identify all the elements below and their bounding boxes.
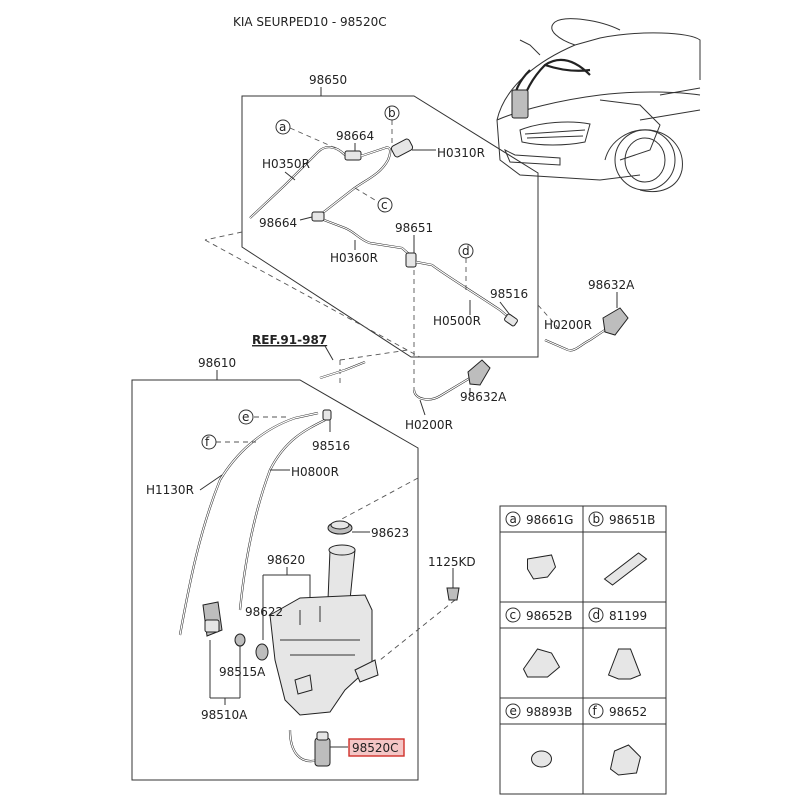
label-H0800R: H0800R	[291, 465, 339, 479]
label-98664-mid: 98664	[259, 216, 297, 230]
label-98651: 98651	[395, 221, 433, 235]
label-1125KD: 1125KD	[428, 555, 476, 569]
ref-91-987: REF.91-987	[252, 333, 366, 380]
highlight-98520C[interactable]	[348, 738, 405, 757]
car-illustration	[496, 18, 701, 193]
legend-part-number: 98652B	[526, 609, 572, 623]
legend-letter-circle	[505, 511, 521, 527]
callout-e	[238, 409, 254, 425]
legend-item-a: a 98661G	[505, 511, 573, 580]
callout-d-letter: d	[462, 244, 470, 258]
callout-a	[275, 119, 291, 135]
label-98622: 98622	[245, 605, 283, 619]
clip-icon	[527, 554, 557, 580]
legend-letter-circle	[588, 703, 604, 719]
ref-label: REF.91-987	[252, 333, 327, 347]
label-H1130R: H1130R	[146, 483, 194, 497]
label-98664-top: 98664	[336, 129, 374, 143]
legend-letter: f	[593, 704, 598, 718]
label-98620: 98620	[267, 553, 305, 567]
callout-b-letter: b	[388, 106, 396, 120]
legend-part-number: 98652	[609, 705, 647, 719]
bolt-1125KD: 1125KD	[428, 555, 476, 601]
label-H0200R-mid: H0200R	[405, 418, 453, 432]
legend-letter-circle	[588, 511, 604, 527]
callout-e-letter: e	[242, 410, 249, 424]
label-H0200R-right: H0200R	[544, 318, 592, 332]
callout-c-letter: c	[381, 198, 388, 212]
label-98632A-right: 98632A	[588, 278, 635, 292]
clamp-icon	[607, 648, 642, 680]
label-98510A: 98510A	[201, 708, 248, 722]
legend-part-number: 98661G	[526, 513, 573, 527]
rear-washer-nozzle-right: 98632A H0200R	[544, 278, 635, 352]
legend-letter: c	[510, 608, 517, 622]
callout-f-letter: f	[205, 435, 210, 449]
label-98610: 98610	[198, 356, 236, 370]
callout-d	[458, 243, 474, 259]
legend-letter-circle	[505, 703, 521, 719]
label-H0500R: H0500R	[433, 314, 481, 328]
label-98516-low: 98516	[312, 439, 350, 453]
grommet-icon	[530, 750, 553, 768]
label-H0310R: H0310R	[437, 146, 485, 160]
callout-a-letter: a	[279, 120, 286, 134]
bracket-icon	[522, 648, 561, 678]
rear-washer-nozzle-mid: 98632A H0200R	[405, 359, 507, 432]
label-98650: 98650	[309, 73, 347, 87]
label-98623: 98623	[371, 526, 409, 540]
label-H0360R: H0360R	[330, 251, 378, 265]
legend-item-f: f 98652	[588, 703, 647, 776]
legend-part-number: 81199	[609, 609, 647, 623]
legend-table: a 98661G b 98651B c 98652B d 81199 e 98893B f 98652	[499, 505, 667, 795]
reservoir-assembly-98610: 98610 H1130R H0800R 98516 e f 98623 9862…	[131, 356, 419, 781]
legend-item-c: c 98652B	[505, 607, 572, 678]
label-98520C[interactable]: 98520C	[352, 741, 399, 755]
legend-letter: a	[510, 512, 517, 526]
legend-letter-circle	[588, 607, 604, 623]
legend-item-e: e 98893B	[505, 703, 572, 768]
legend-letter: e	[510, 704, 517, 718]
legend-item-b: b 98651B	[588, 511, 655, 586]
callout-b	[384, 105, 400, 121]
diagram-title: KIA SEURPED10 - 98520C	[233, 15, 387, 29]
legend-letter: b	[593, 512, 601, 526]
label-98516-top: 98516	[490, 287, 528, 301]
hose-assembly-98650: 98650 H0350R 98664 H0310R 98664 H0360R 9…	[241, 73, 539, 358]
callout-c	[377, 197, 393, 213]
label-98632A-mid: 98632A	[460, 390, 507, 404]
legend-part-number: 98893B	[526, 705, 572, 719]
label-H0350R: H0350R	[262, 157, 310, 171]
legend-letter-circle	[505, 607, 521, 623]
callout-f	[201, 434, 217, 450]
legend-part-number: 98651B	[609, 513, 655, 527]
legend-item-d: d 81199	[588, 607, 647, 680]
connector-icon	[603, 552, 648, 586]
label-98515A: 98515A	[219, 665, 266, 679]
legend-letter: d	[593, 608, 601, 622]
holder-icon	[609, 744, 642, 776]
